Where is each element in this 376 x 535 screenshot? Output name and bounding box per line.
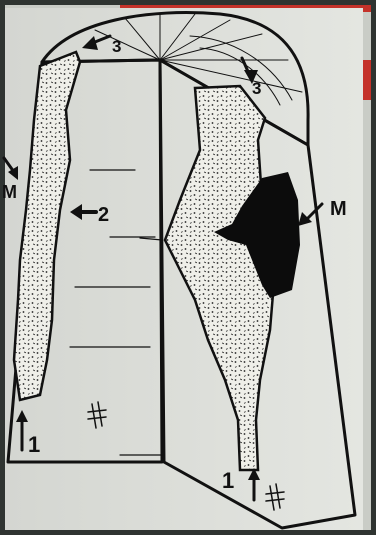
label-1-left: 1 xyxy=(28,432,40,457)
label-3-right: 3 xyxy=(252,79,261,98)
label-3-left: 3 xyxy=(112,37,121,56)
label-m-left: M xyxy=(2,182,17,202)
label-1-right: 1 xyxy=(222,468,234,493)
label-2: 2 xyxy=(98,204,109,226)
label-m-right: M xyxy=(330,198,347,220)
